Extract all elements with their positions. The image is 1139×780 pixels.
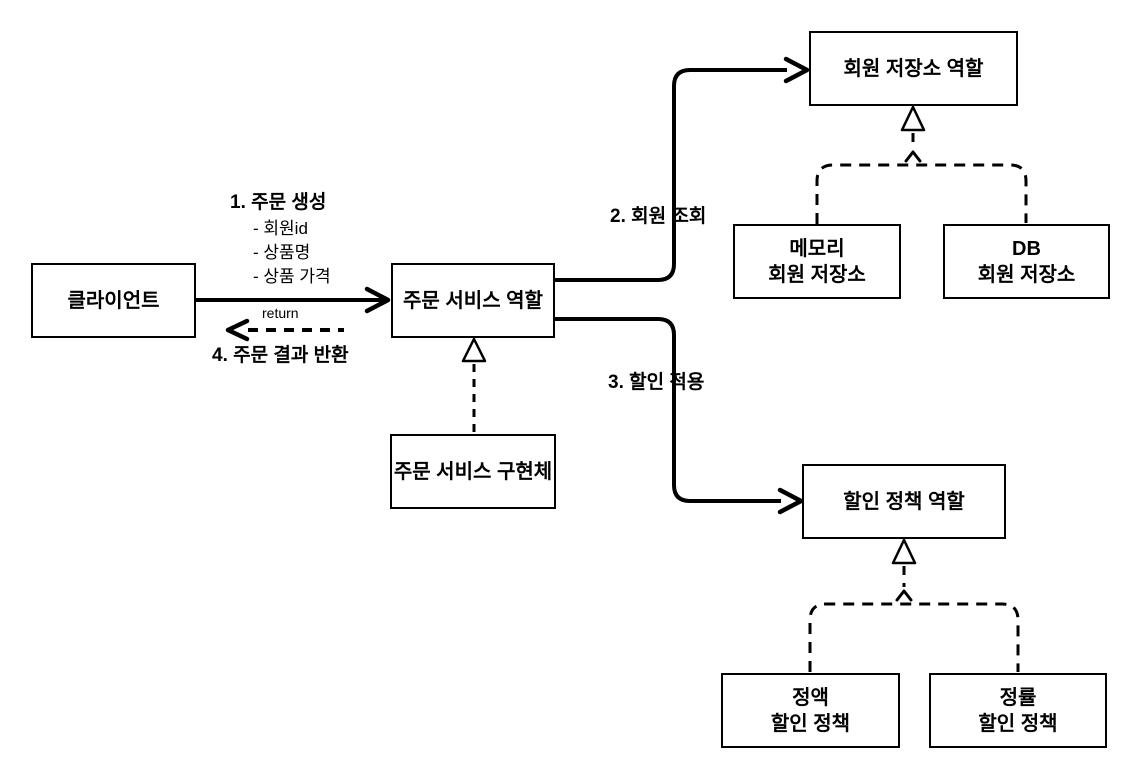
arrowhead-right-icon (777, 487, 804, 515)
arrowhead-up-icon (904, 150, 922, 163)
arrowhead-right-icon (364, 286, 391, 314)
edge-label-return: return (262, 305, 299, 321)
edge-return-result (225, 318, 344, 342)
generalization-triangle-icon (891, 538, 917, 565)
generalization-triangle-icon (900, 105, 926, 132)
edge-param-product-price: - 상품 가격 (253, 267, 331, 286)
node-member-repo-role: 회원 저장소 역할 (809, 31, 1018, 106)
realization-discount-policies (808, 538, 1020, 672)
edge-label-member-lookup: 2. 회원 조회 (610, 206, 707, 227)
edge-label-return-result: 4. 주문 결과 반환 (212, 345, 349, 366)
node-order-service-role: 주문 서비스 역할 (391, 263, 555, 338)
arrowhead-left-icon (225, 318, 250, 342)
node-memory-member-repo: 메모리 회원 저장소 (733, 224, 901, 299)
edge-apply-discount (555, 317, 804, 515)
realization-member-repos (815, 105, 1028, 224)
edge-param-product-name: - 상품명 (253, 243, 311, 262)
node-order-service-impl: 주문 서비스 구현체 (390, 434, 556, 509)
arrowhead-up-icon (895, 589, 913, 602)
node-discount-policy-role: 할인 정책 역할 (802, 464, 1006, 539)
node-rate-discount-policy: 정률 할인 정책 (929, 673, 1107, 748)
edge-label-apply-discount: 3. 할인 적용 (608, 372, 705, 393)
realization-order-service (461, 337, 487, 432)
node-fixed-discount-policy: 정액 할인 정책 (721, 673, 900, 748)
generalization-triangle-icon (461, 337, 487, 363)
node-db-member-repo: DB 회원 저장소 (943, 224, 1110, 299)
edge-create-order (196, 286, 391, 314)
edge-label-create-order: 1. 주문 생성 (230, 192, 327, 213)
arrowhead-right-icon (783, 56, 810, 84)
edge-param-member-id: - 회원id (253, 219, 308, 238)
edge-member-lookup (555, 56, 810, 282)
node-client: 클라이언트 (31, 263, 196, 338)
